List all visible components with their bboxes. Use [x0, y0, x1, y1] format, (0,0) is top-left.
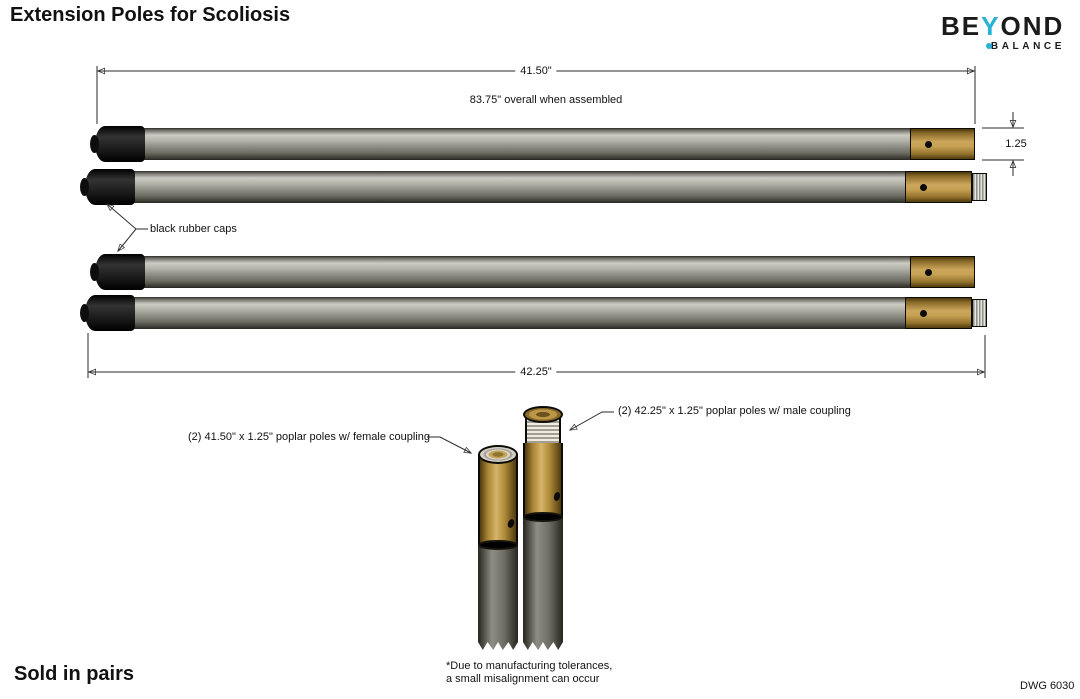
drawing-number: DWG 6030 [1020, 680, 1075, 692]
detail-brass-sleeve [523, 443, 563, 520]
rubber-cap [80, 295, 135, 331]
male-coupling [905, 171, 972, 203]
dimension-bottom-length: 42.25" [515, 366, 557, 378]
male-threaded-tip [972, 299, 987, 327]
beyond-balance-logo: BEYOND BALANCE [941, 12, 1065, 52]
detail-pole-break [523, 518, 563, 650]
detail-pole-break [478, 545, 518, 650]
female-threaded-opening [478, 445, 518, 464]
rubber-cap [80, 169, 135, 205]
rubber-cap [90, 126, 145, 162]
pole-male-2 [80, 295, 988, 331]
pole-female-1 [90, 126, 975, 162]
rubber-cap [90, 254, 145, 290]
detail-brass-sleeve [478, 454, 518, 545]
footnote-line-2: a small misalignment can occur [446, 673, 600, 685]
coupling-hole [920, 183, 927, 191]
pole-body [128, 171, 907, 203]
female-coupling [910, 128, 975, 160]
pole-body [128, 297, 907, 329]
coupling-hole [925, 140, 932, 148]
male-threaded-tip [972, 173, 987, 201]
coupling-hole [920, 309, 927, 317]
male-coupling-annotation: (2) 42.25" x 1.25" poplar poles w/ male … [618, 405, 851, 417]
dimension-diameter: 1.25 [1003, 138, 1029, 150]
female-coupling [910, 256, 975, 288]
footnote-line-1: *Due to manufacturing tolerances, [446, 660, 613, 672]
page-title: Extension Poles for Scoliosis [10, 4, 291, 26]
logo-wordmark: BEYOND [941, 12, 1065, 40]
tolerance-footnote: *Due to manufacturing tolerances, a smal… [446, 660, 612, 686]
coupling-hole [925, 268, 932, 276]
male-tube-opening [523, 406, 563, 423]
logo-suffix: OND [1000, 11, 1065, 41]
logo-subtext: BALANCE [990, 41, 1065, 52]
male-coupling-detail [523, 406, 563, 650]
pole-body [138, 256, 912, 288]
caps-annotation: black rubber caps [150, 223, 237, 235]
pole-male-1 [80, 169, 988, 205]
overall-length-note: 83.75" overall when assembled [469, 94, 623, 106]
dimension-top-length: 41.50" [515, 65, 557, 77]
logo-dot-icon [986, 43, 992, 49]
sold-in-pairs-note: Sold in pairs [14, 663, 135, 685]
logo-prefix: BE [941, 11, 982, 41]
male-coupling [905, 297, 972, 329]
logo-accent-letter: Y [981, 11, 1001, 41]
female-coupling-detail [478, 445, 518, 650]
pole-body [138, 128, 912, 160]
female-coupling-annotation: (2) 41.50" x 1.25" poplar poles w/ femal… [188, 431, 431, 443]
pole-female-2 [90, 254, 975, 290]
